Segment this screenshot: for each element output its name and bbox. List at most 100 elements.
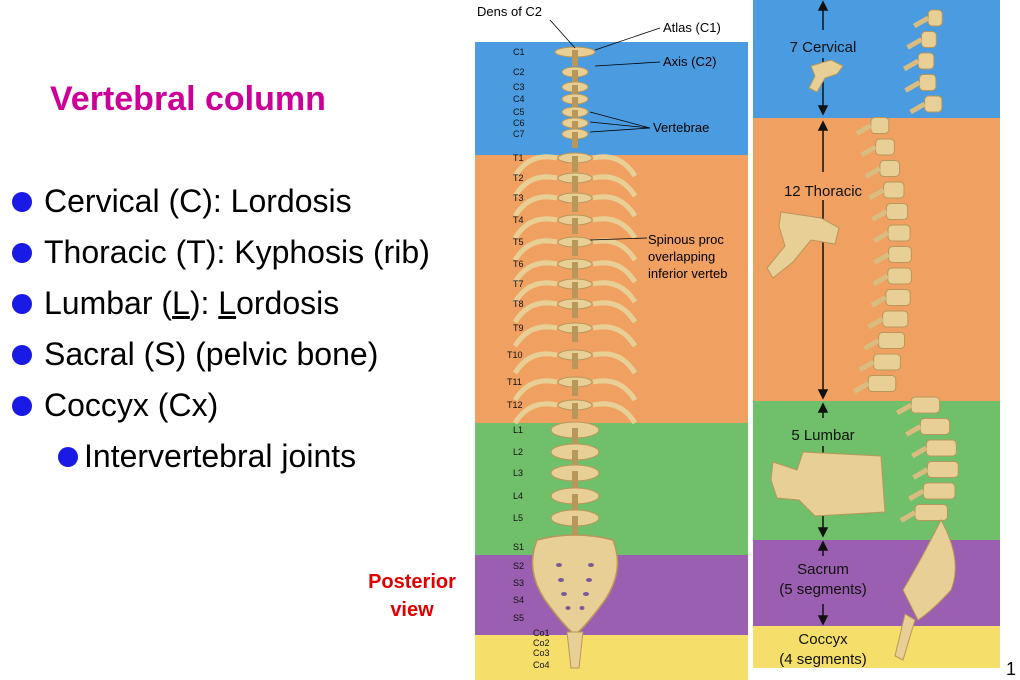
- lateral-vertebra: [918, 74, 937, 91]
- spinous-callout-1: Spinous proc: [648, 232, 724, 247]
- cervical-band: [475, 42, 748, 155]
- bullet-dot-icon: [12, 396, 32, 416]
- lateral-process: [908, 488, 925, 502]
- sacrum-segments-label: (5 segments): [779, 581, 867, 598]
- spinous-process: [572, 428, 578, 450]
- lateral-vertebra: [922, 482, 956, 500]
- spinous-process: [572, 70, 578, 86]
- cervical-vertebra-picture: [808, 59, 844, 93]
- spinous-process: [572, 156, 578, 172]
- posterior-label-line2: view: [390, 599, 434, 621]
- spinous-callout-2: overlapping: [648, 249, 715, 264]
- level-label: T9: [513, 323, 524, 333]
- level-label: Co2: [533, 638, 550, 648]
- lateral-vertebra: [875, 138, 895, 156]
- vertebra-level-labels: C1C2C3C4C5C6C7T1T2T3T4T5T6T7T8T9T10T11T1…: [507, 47, 550, 670]
- coccyx-segments-label: (4 segments): [779, 651, 867, 668]
- level-label: L4: [513, 491, 523, 501]
- bullet-dot-icon: [12, 192, 32, 212]
- lateral-coccyx: [894, 613, 916, 661]
- bullet-dot-icon: [12, 243, 32, 263]
- level-label: C3: [513, 82, 525, 92]
- figure-divider: [748, 0, 753, 680]
- spinous-process: [572, 516, 578, 538]
- level-label: T1: [513, 153, 524, 163]
- lateral-vertebra: [910, 396, 941, 414]
- level-label: C4: [513, 94, 525, 104]
- level-label: S4: [513, 595, 524, 605]
- slide-number: 1: [1005, 659, 1016, 679]
- spinous-process: [572, 450, 578, 472]
- spinous-process: [572, 353, 578, 369]
- lateral-process: [906, 37, 923, 50]
- level-label: L1: [513, 425, 523, 435]
- rib: [512, 260, 638, 284]
- level-label: T5: [513, 237, 524, 247]
- thoracic-region-label: 12 Thoracic: [784, 183, 863, 200]
- coccyx-band: [753, 626, 1000, 668]
- lateral-vertebra: [887, 224, 911, 242]
- level-label: C7: [513, 129, 525, 139]
- lateral-process: [863, 338, 880, 351]
- rib: [512, 174, 638, 198]
- lateral-vertebra: [867, 375, 897, 392]
- lateral-process: [870, 295, 888, 308]
- posterior-view-label: Posterior view: [352, 568, 472, 624]
- atlas-callout: Atlas (C1): [663, 20, 721, 35]
- lateral-vertebra: [885, 289, 911, 306]
- spinous-process: [572, 176, 578, 192]
- lateral-vertebra: [882, 310, 909, 328]
- level-label: C5: [513, 107, 525, 117]
- sub-bullet-intervertebral: Intervertebral joints: [12, 433, 430, 484]
- lateral-vertebra: [926, 461, 959, 478]
- lateral-vertebra: [883, 181, 905, 199]
- level-label: T10: [507, 350, 523, 360]
- lumbar-region-label: 5 Lumbar: [791, 427, 854, 444]
- lateral-vertebra: [887, 267, 912, 285]
- callout-lines: [549, 19, 661, 241]
- bullet-list: Cervical (C): Lordosis Thoracic (T): Kyp…: [12, 178, 430, 484]
- level-label: S1: [513, 542, 524, 552]
- level-label: Co3: [533, 648, 550, 658]
- lateral-process: [852, 381, 870, 394]
- level-label: T4: [513, 215, 524, 225]
- vertebrae-callout: Vertebrae: [653, 120, 709, 135]
- bullet-dot-icon: [58, 447, 78, 467]
- level-label: T12: [507, 400, 523, 410]
- spinous-process: [572, 403, 578, 419]
- level-label: L5: [513, 513, 523, 523]
- posterior-vertebrae: [550, 46, 600, 538]
- cervical-band: [753, 0, 1000, 118]
- spinous-process: [572, 85, 578, 101]
- lateral-vertebra: [879, 160, 901, 177]
- lateral-process: [864, 166, 882, 179]
- spinous-process: [572, 132, 578, 148]
- lateral-vertebra: [914, 504, 948, 521]
- rib: [512, 216, 638, 240]
- lateral-vertebra: [919, 418, 951, 435]
- thoracic-vertebra-picture: [766, 211, 840, 279]
- lateral-vertebrae: [852, 9, 959, 523]
- spinous-process: [572, 97, 578, 113]
- lateral-process: [873, 252, 890, 265]
- level-label: T8: [513, 299, 524, 309]
- rib: [512, 238, 638, 262]
- spinous-process: [572, 326, 578, 342]
- lateral-vertebra: [888, 246, 912, 263]
- rib: [512, 194, 638, 218]
- ribs: [512, 154, 638, 425]
- lateral-process: [911, 445, 928, 459]
- rib: [512, 378, 638, 402]
- level-label: C2: [513, 67, 525, 77]
- level-label: T7: [513, 279, 524, 289]
- lateral-process: [909, 101, 926, 115]
- level-label: T6: [513, 259, 524, 269]
- slide-title: Vertebral column: [50, 80, 326, 118]
- spinous-callout-3: inferior verteb: [648, 266, 727, 281]
- level-label: S3: [513, 578, 524, 588]
- spinous-process: [572, 302, 578, 318]
- lumbar-vertebra-picture: [770, 451, 886, 517]
- spinous-process: [572, 282, 578, 298]
- lateral-vertebra: [927, 9, 943, 27]
- lumbar-band: [475, 423, 748, 555]
